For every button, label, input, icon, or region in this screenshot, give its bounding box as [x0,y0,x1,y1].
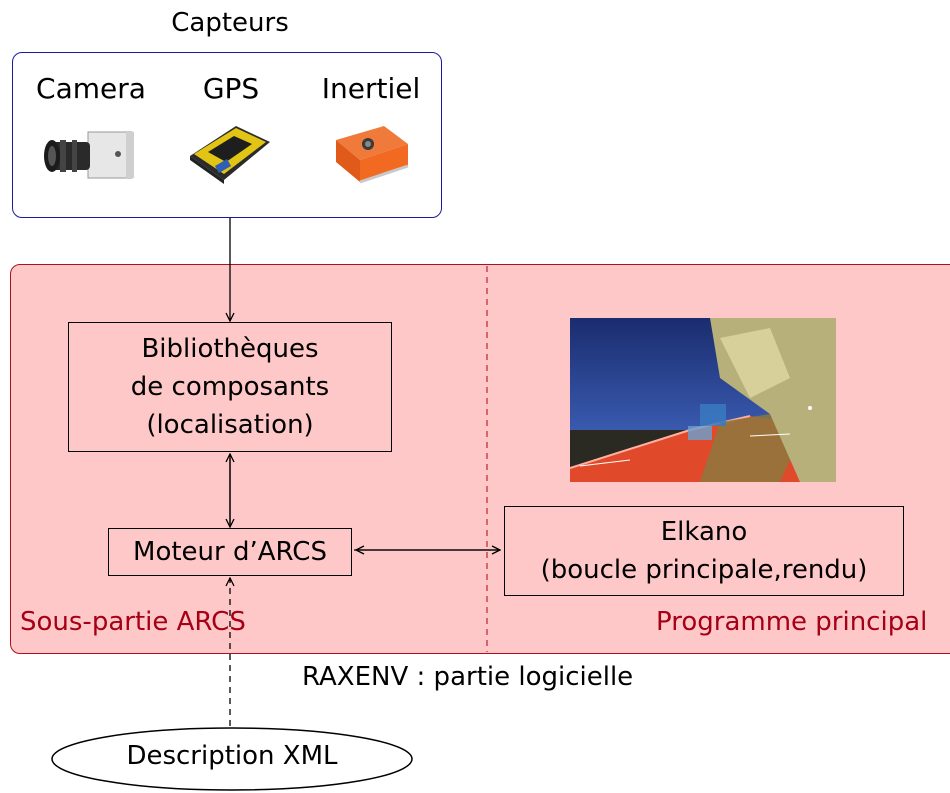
gps-receiver-icon [190,126,270,184]
software-part-label: RAXENV : partie logicielle [302,662,634,692]
xml-description-label: Description XML [126,741,338,771]
elkano-line-2: (boucle principale,rendu) [540,555,868,585]
camera-icon [44,131,134,179]
library-line-1: Bibliothèques [141,334,319,364]
component-library-box: Bibliothèques de composants (localisatio… [68,322,392,452]
gps-label: GPS [202,72,260,105]
inertial-label: Inertiel [321,72,421,105]
augmented-reality-screenshot [570,318,836,482]
arcs-region-label: Sous-partie ARCS [20,607,246,637]
elkano-line-1: Elkano [660,517,748,547]
sensors-title: Capteurs [171,8,289,38]
library-line-2: de composants [130,372,330,402]
inertial-sensor-icon [336,126,409,184]
elkano-box: Elkano (boucle principale,rendu) [504,506,904,596]
engine-label: Moteur d’ARCS [133,537,327,567]
library-line-3: (localisation) [146,410,314,440]
arcs-engine-box: Moteur d’ARCS [108,528,352,576]
main-program-region-label: Programme principal [656,607,928,637]
xml-description-ellipse [51,727,413,791]
camera-label: Camera [36,72,146,105]
